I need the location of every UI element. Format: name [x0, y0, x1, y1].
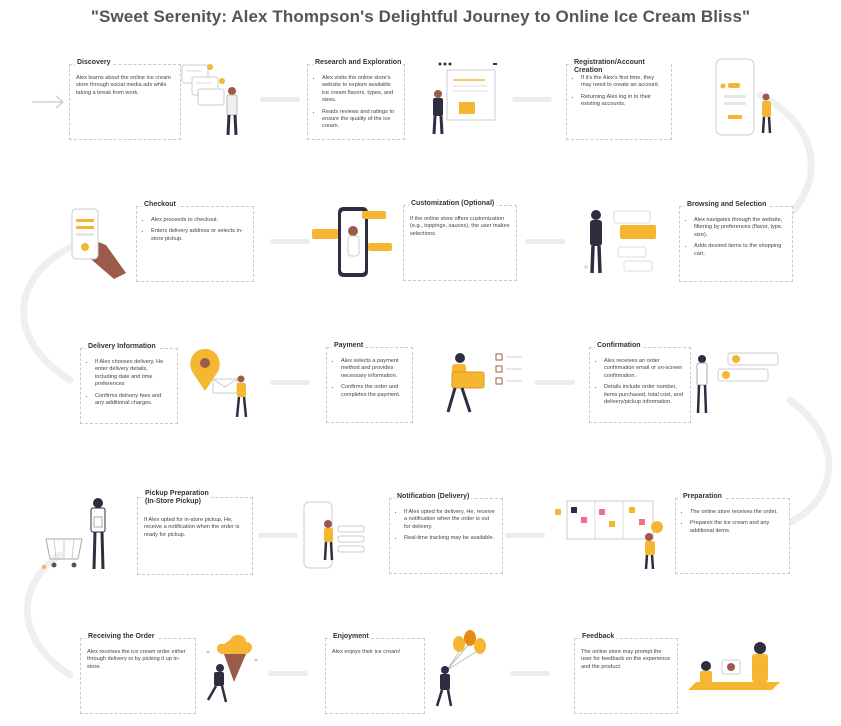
- ice-cream-received-illustration: [206, 634, 258, 703]
- social-media-ad-illustration: [181, 64, 238, 136]
- shopping-cart-illustration: [42, 498, 106, 570]
- stage-bullets: Alex visits the online store's website t…: [314, 75, 398, 131]
- stage-card-research: Research and Exploration Alex visits the…: [307, 59, 405, 140]
- customization-chat-illustration: [312, 207, 392, 277]
- connector-arrow: [512, 97, 552, 102]
- stage-bullets: Alex receives an order confirmation emai…: [596, 358, 684, 406]
- stage-bullet: If Alex opted for delivery, He, receive …: [404, 509, 496, 531]
- stage-title: Receiving the Order: [86, 633, 157, 641]
- phone-notification-illustration: [303, 501, 365, 569]
- stage-card-registration: Registration/Account Creation If it's th…: [566, 59, 672, 140]
- website-browsing-illustration: [432, 62, 497, 135]
- stage-bullet: Returning Alex log in to their existing …: [581, 94, 665, 109]
- stage-bullets: The online store receives the order. Pre…: [682, 509, 783, 535]
- journey-title: "Sweet Serenity: Alex Thompson's Delight…: [90, 7, 751, 26]
- stage-bullets: Alex proceeds to checkout. Enters delive…: [143, 217, 247, 243]
- stage-bullet: Alex visits the online store's website t…: [322, 75, 398, 105]
- stage-text: Alex enjoys their ice cream!: [332, 649, 401, 655]
- stage-title: Checkout: [142, 201, 178, 209]
- stage-title: Delivery Information: [86, 343, 158, 351]
- connector-arrow: [535, 380, 575, 385]
- phone-checkout-illustration: [71, 208, 126, 279]
- card-payment-illustration: [446, 353, 522, 413]
- stage-text: If the online store offers customization…: [410, 216, 510, 237]
- stage-bullet: Confirms delivery fees and any additiona…: [95, 393, 171, 408]
- connector-arrow: [258, 533, 298, 538]
- stage-title: Feedback: [580, 633, 617, 641]
- connector-arrow: [270, 239, 310, 244]
- stage-title: Preparation: [681, 493, 724, 501]
- stage-bullet: Details include order number, items purc…: [604, 384, 684, 406]
- stage-bullets: Alex navigates through the website, filt…: [686, 217, 786, 258]
- stage-title: Confirmation: [595, 342, 643, 350]
- stage-title: Customization (Optional): [409, 200, 497, 208]
- stage-bullet: Real-time tracking may be available.: [404, 535, 496, 542]
- product-browsing-illustration: [584, 210, 656, 274]
- stage-bullets: Alex selects a payment method and provid…: [333, 358, 406, 399]
- stage-bullet: If it's the Alex's first time, they may …: [581, 75, 665, 90]
- stage-card-pickup: Pickup Preparation (In-Store Pickup) If …: [137, 490, 253, 575]
- stage-title: Browsing and Selection: [685, 201, 769, 209]
- stage-bullet: If Alex chooses delivery, He enter deliv…: [95, 359, 171, 389]
- stage-bullet: The online store receives the order.: [690, 509, 783, 516]
- stage-bullets: If it's the Alex's first time, they may …: [573, 75, 665, 109]
- balloons-celebration-illustration: [435, 630, 486, 707]
- connector-arrow: [505, 533, 545, 538]
- stage-bullet: Confirms the order and completes the pay…: [341, 384, 406, 399]
- stage-card-discovery: Discovery Alex learns about the online i…: [69, 59, 181, 140]
- stage-text: Alex receives the ice cream order either…: [87, 649, 186, 670]
- stage-bullet: Alex receives an order confirmation emai…: [604, 358, 684, 380]
- feedback-discussion-illustration: [688, 642, 780, 690]
- stage-text: If Alex opted for in-store pickup, He, r…: [144, 517, 240, 538]
- stage-bullet: Alex navigates through the website, filt…: [694, 217, 786, 239]
- stage-card-enjoyment: Enjoyment Alex enjoys their ice cream!: [325, 633, 425, 714]
- stage-title: Research and Exploration: [313, 59, 404, 67]
- stage-title: Payment: [332, 342, 366, 350]
- connector-arrow: [270, 380, 310, 385]
- stage-text: The online store may prompt the user for…: [581, 649, 671, 670]
- stage-bullet: Alex selects a payment method and provid…: [341, 358, 406, 380]
- stage-title: Enjoyment: [331, 633, 371, 641]
- stage-card-customization: Customization (Optional) If the online s…: [403, 200, 517, 281]
- stage-bullet: Enters delivery address or selects in-st…: [151, 228, 247, 243]
- stage-title: Pickup Preparation (In-Store Pickup): [143, 490, 211, 506]
- stage-title: Notification (Delivery): [395, 493, 472, 501]
- stage-card-confirmation: Confirmation Alex receives an order conf…: [589, 342, 691, 423]
- stage-title: Discovery: [75, 59, 113, 67]
- stage-bullet: Reads reviews and ratings to ensure the …: [322, 109, 398, 131]
- stage-card-browsing: Browsing and Selection Alex navigates th…: [679, 201, 793, 282]
- stage-card-feedback: Feedback The online store may prompt the…: [574, 633, 678, 714]
- location-pin-illustration: [190, 349, 248, 418]
- order-confirmed-illustration: [696, 352, 779, 414]
- stage-card-payment: Payment Alex selects a payment method an…: [326, 342, 413, 423]
- stage-bullet: Adds desired items to the shopping cart.: [694, 243, 786, 258]
- stage-card-checkout: Checkout Alex proceeds to checkout. Ente…: [136, 201, 254, 282]
- account-signup-illustration: [715, 58, 772, 136]
- stage-card-preparation: Preparation The online store receives th…: [675, 493, 790, 574]
- stage-bullet: Prepares the ice cream and any additiona…: [690, 520, 783, 535]
- stage-title: Registration/Account Creation: [572, 59, 671, 75]
- connector-arrow: [260, 97, 300, 102]
- stage-card-delivery: Delivery Information If Alex chooses del…: [80, 343, 178, 424]
- stage-text: Alex learns about the online ice cream s…: [76, 75, 171, 96]
- stage-card-notification: Notification (Delivery) If Alex opted fo…: [389, 493, 503, 574]
- connector-arrow: [510, 671, 550, 676]
- stage-card-receiving: Receiving the Order Alex receives the ic…: [80, 633, 196, 714]
- connector-arrow: [268, 671, 308, 676]
- stage-bullets: If Alex opted for delivery, He, receive …: [396, 509, 496, 543]
- stage-bullet: Alex proceeds to checkout.: [151, 217, 247, 224]
- connector-arrow: [525, 239, 565, 244]
- stage-bullets: If Alex chooses delivery, He enter deliv…: [87, 359, 171, 407]
- start-arrow-icon: [32, 95, 64, 109]
- kanban-board-illustration: [555, 500, 663, 570]
